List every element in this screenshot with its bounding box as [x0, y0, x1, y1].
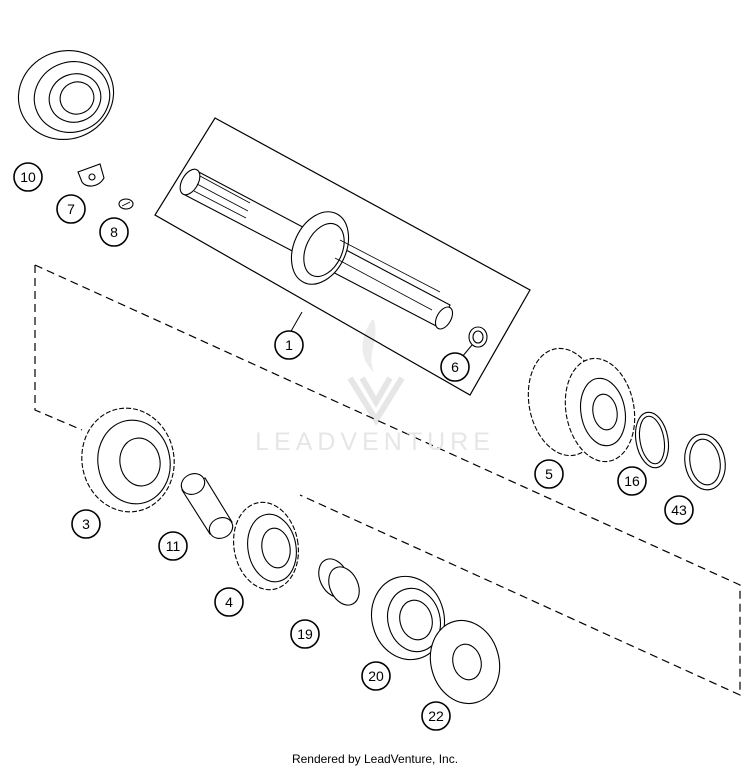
- bearing-part-10: [17, 49, 115, 141]
- callout-8: 8: [99, 217, 129, 247]
- callout-19: 19: [290, 619, 320, 649]
- circlip-part-16: [634, 411, 670, 469]
- callout-16: 16: [617, 466, 647, 496]
- callout-20: 20: [361, 661, 391, 691]
- gear-part-5: [527, 347, 636, 463]
- svg-text:22: 22: [428, 708, 444, 724]
- callout-10: 10: [13, 162, 43, 192]
- gear-part-3: [81, 407, 175, 513]
- needle-bearing-part-6: [468, 326, 488, 348]
- lock-plate-part-7: [77, 163, 105, 187]
- svg-text:4: 4: [225, 594, 233, 610]
- leader-lines: [289, 311, 473, 358]
- svg-text:7: 7: [67, 201, 75, 217]
- svg-text:10: 10: [20, 169, 36, 185]
- svg-text:16: 16: [624, 473, 640, 489]
- svg-text:43: 43: [671, 502, 687, 518]
- svg-text:1: 1: [285, 337, 293, 353]
- callout-6: 6: [440, 352, 470, 382]
- callout-7: 7: [56, 194, 86, 224]
- callout-5: 5: [534, 459, 564, 489]
- washer-part-22: [429, 619, 501, 705]
- assembly-dashed-outline-right: [34, 264, 741, 696]
- svg-text:6: 6: [451, 359, 459, 375]
- bushing-part-11: [180, 473, 234, 539]
- callout-3: 3: [71, 509, 101, 539]
- watermark-text: LEADVENTURE: [255, 428, 495, 456]
- svg-text:20: 20: [368, 668, 384, 684]
- spacer-part-19: [318, 558, 360, 606]
- footer-credit: Rendered by LeadVenture, Inc.: [291, 752, 459, 766]
- gear-part-4: [233, 501, 299, 591]
- svg-text:5: 5: [545, 466, 553, 482]
- callout-22: 22: [421, 701, 451, 731]
- callout-43: 43: [664, 495, 694, 525]
- screw-part-8: [118, 198, 134, 210]
- svg-text:19: 19: [297, 626, 313, 642]
- leadventure-logo-watermark: [347, 320, 405, 426]
- callout-11: 11: [158, 531, 188, 561]
- ring-part-43: [684, 433, 726, 491]
- svg-text:11: 11: [166, 538, 181, 554]
- callout-4: 4: [214, 587, 244, 617]
- main-shaft-part-1: [179, 168, 454, 330]
- assembly-dashed-outline: [34, 265, 83, 431]
- svg-text:8: 8: [110, 224, 118, 240]
- shaft-frame-box: [154, 117, 531, 396]
- svg-text:3: 3: [82, 516, 90, 532]
- callout-1: 1: [274, 330, 304, 360]
- bearing-part-20: [371, 575, 445, 661]
